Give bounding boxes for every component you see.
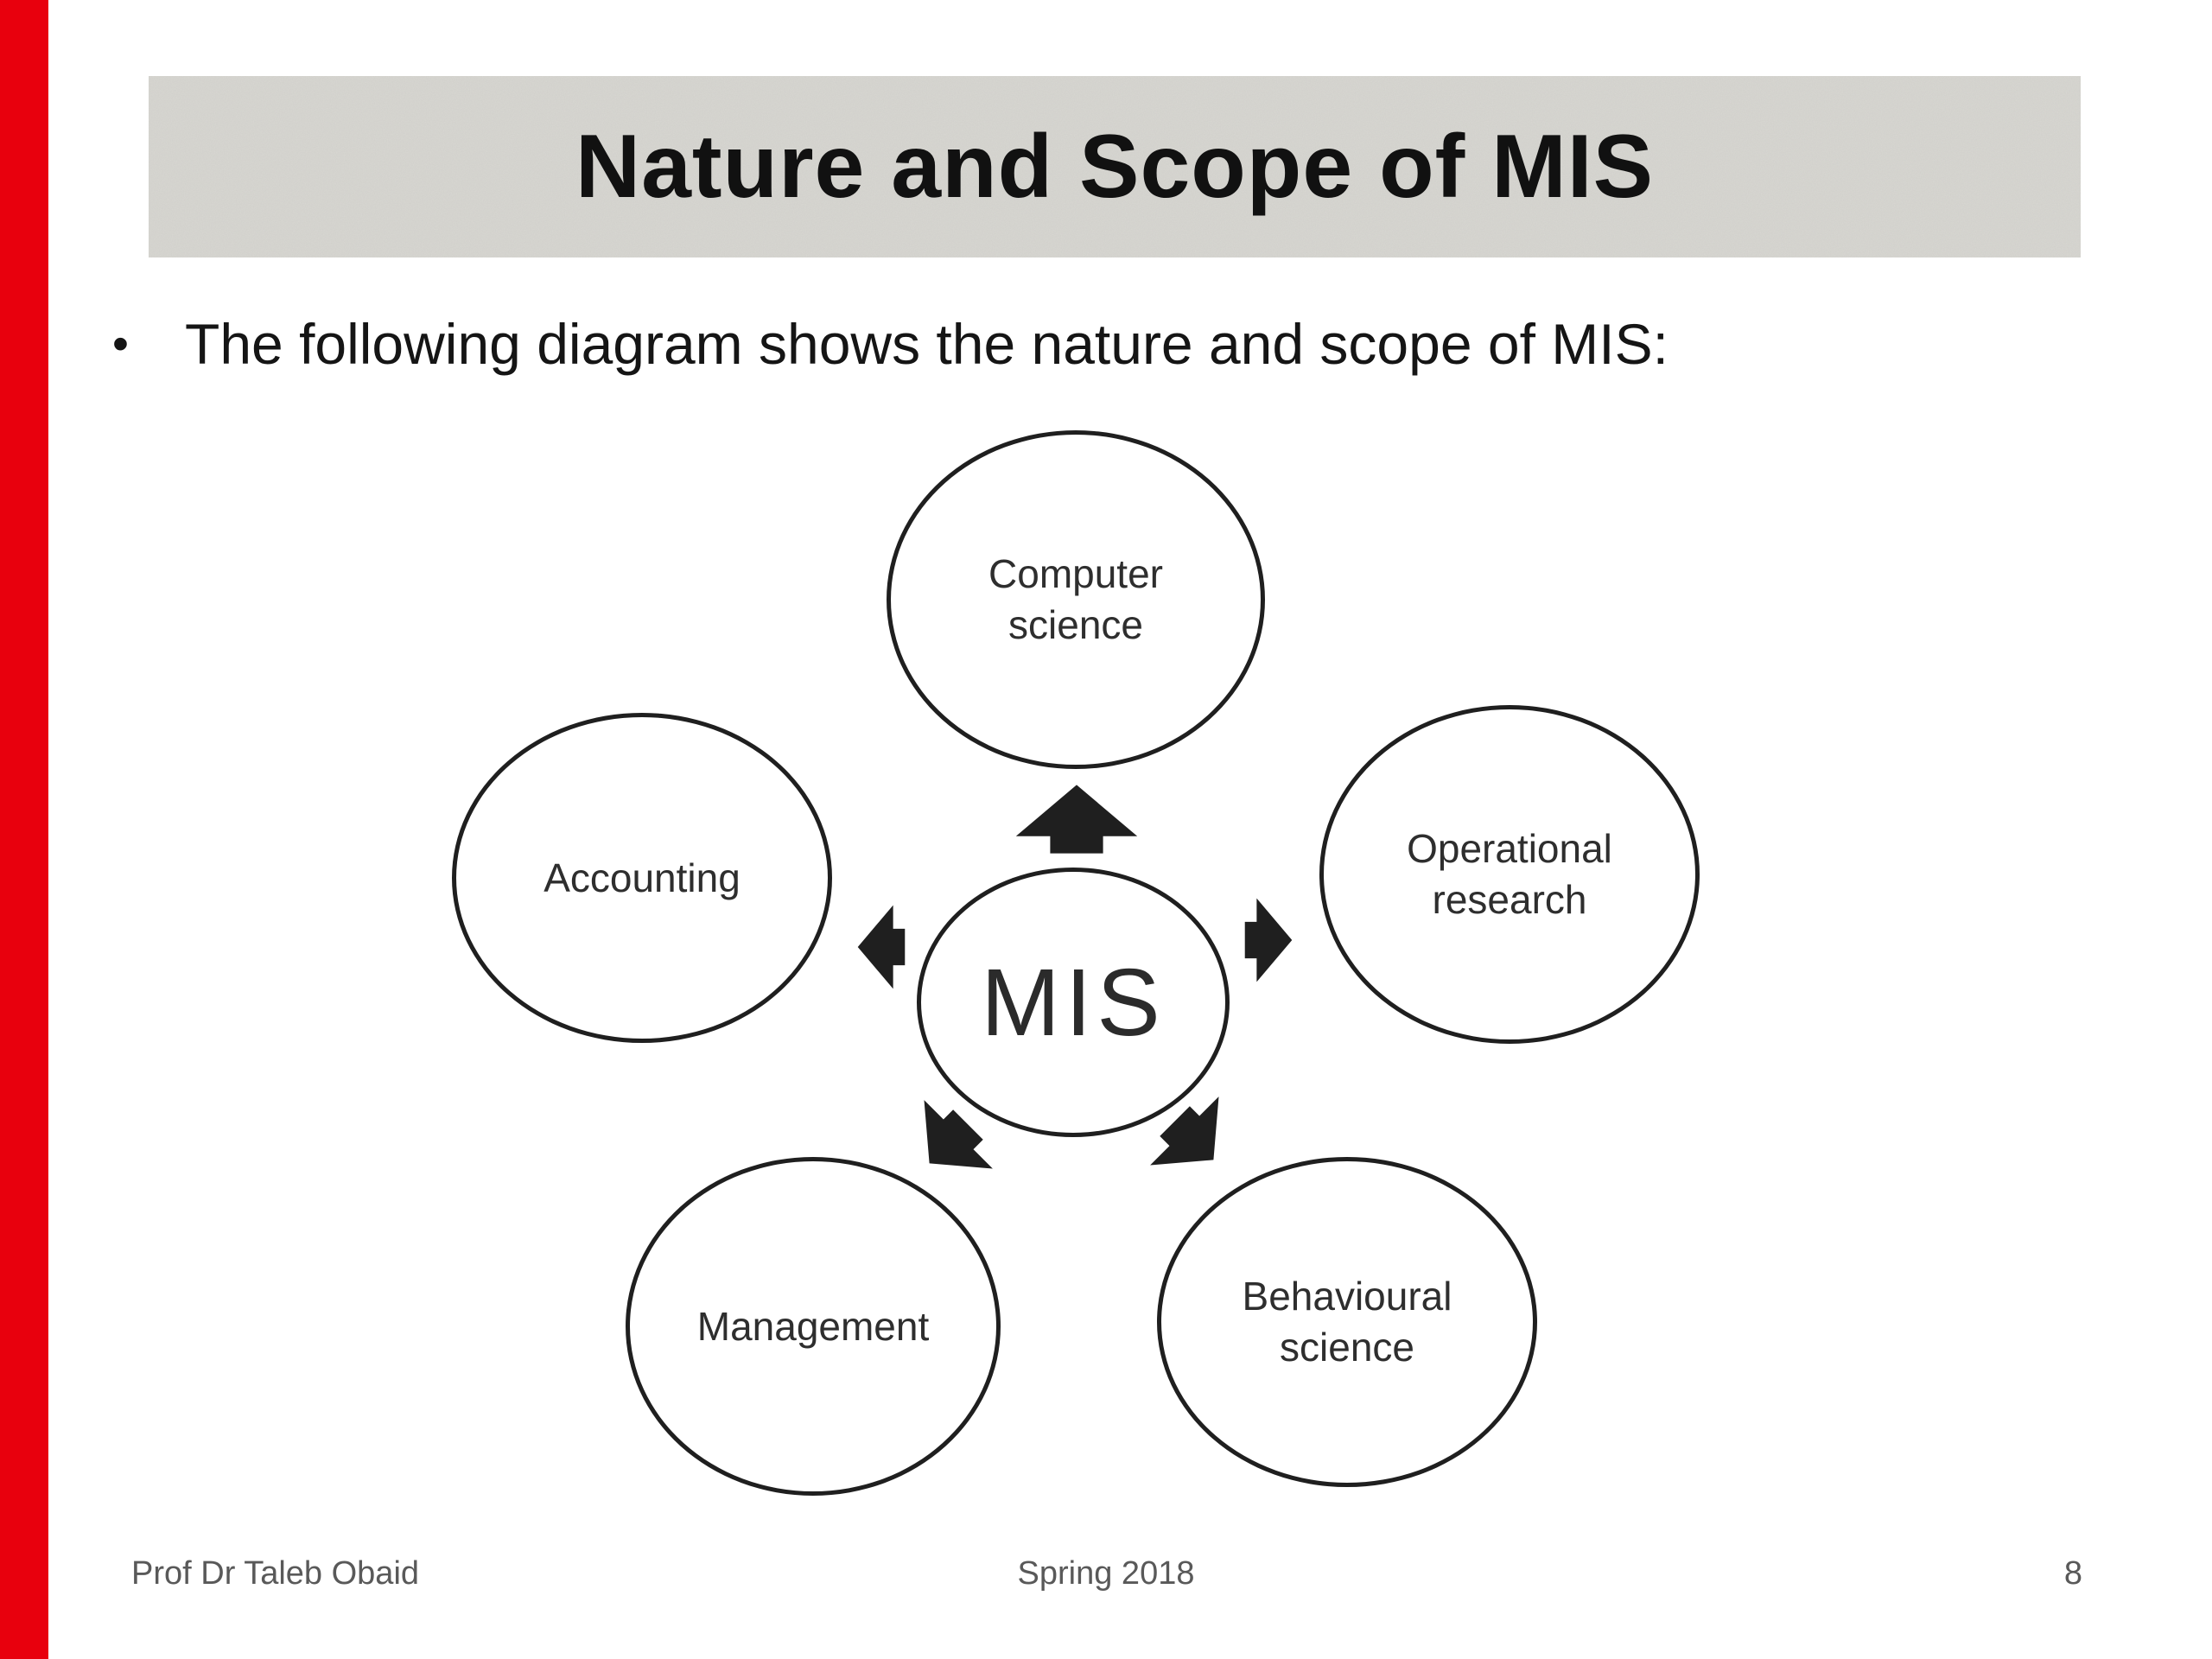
header-texture: [149, 76, 2081, 257]
node-operational-research-label: Operational research: [1407, 826, 1612, 922]
node-computer-science: Computer science: [887, 430, 1265, 769]
bullet-line: • The following diagram shows the nature…: [112, 304, 2126, 384]
node-behavioural-science-label: Behavioural science: [1242, 1274, 1452, 1370]
footer-term: Spring 2018: [1017, 1555, 1195, 1592]
node-management-label: Management: [696, 1303, 930, 1349]
slide-title: Nature and Scope of MIS: [575, 117, 1655, 217]
arrow-down-right-icon: [1150, 1096, 1219, 1166]
node-behavioural-science: Behavioural science: [1157, 1157, 1537, 1487]
footer-author: Prof Dr Taleb Obaid: [131, 1555, 420, 1592]
footer-page-number: 8: [2063, 1555, 2082, 1592]
node-operational-research: Operational research: [1319, 705, 1700, 1044]
node-accounting: Accounting: [452, 713, 832, 1043]
bullet-marker: •: [112, 318, 129, 370]
node-computer-science-label: Computer science: [988, 551, 1163, 647]
node-mis-label: MIS: [981, 949, 1166, 1056]
arrow-up-icon: [1015, 785, 1138, 854]
node-accounting-label: Accounting: [543, 855, 741, 900]
node-management: Management: [626, 1157, 1001, 1496]
slide-header: Nature and Scope of MIS: [149, 76, 2081, 257]
arrow-down-left-icon: [924, 1100, 993, 1169]
left-accent-bar: [0, 0, 48, 1659]
node-mis-center: MIS: [917, 868, 1230, 1137]
arrow-left-icon: [857, 905, 906, 989]
bullet-text: The following diagram shows the nature a…: [185, 312, 1669, 376]
arrow-right-icon: [1244, 898, 1293, 982]
